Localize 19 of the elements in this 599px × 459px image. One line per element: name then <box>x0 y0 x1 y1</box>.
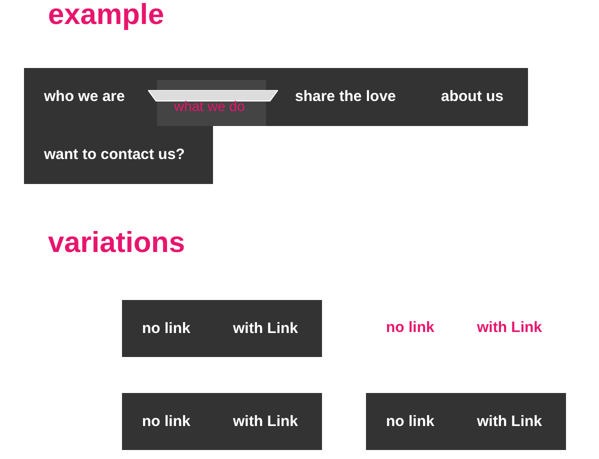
menu-link: share the love <box>295 88 396 106</box>
menu-link: want to contact us? <box>44 146 185 164</box>
menu-link: with Link <box>477 319 542 337</box>
section-heading: variations <box>48 228 185 258</box>
menu-link: no link <box>142 320 190 338</box>
menu-bar <box>122 393 322 450</box>
menu-link: with Link <box>233 413 298 431</box>
menu-link: what we do <box>174 97 245 115</box>
menu-link: about us <box>441 88 504 106</box>
menu-bar <box>24 68 528 184</box>
menu-link: no link <box>386 413 434 431</box>
section-heading: example <box>48 0 164 30</box>
menu-link: no link <box>142 413 190 431</box>
menu-link: with Link <box>233 320 298 338</box>
menu-link: no link <box>386 319 434 337</box>
menu-link: with Link <box>477 413 542 431</box>
menu-bar <box>366 393 566 450</box>
menu-bar <box>122 300 322 357</box>
menu-link: who we are <box>44 88 125 106</box>
